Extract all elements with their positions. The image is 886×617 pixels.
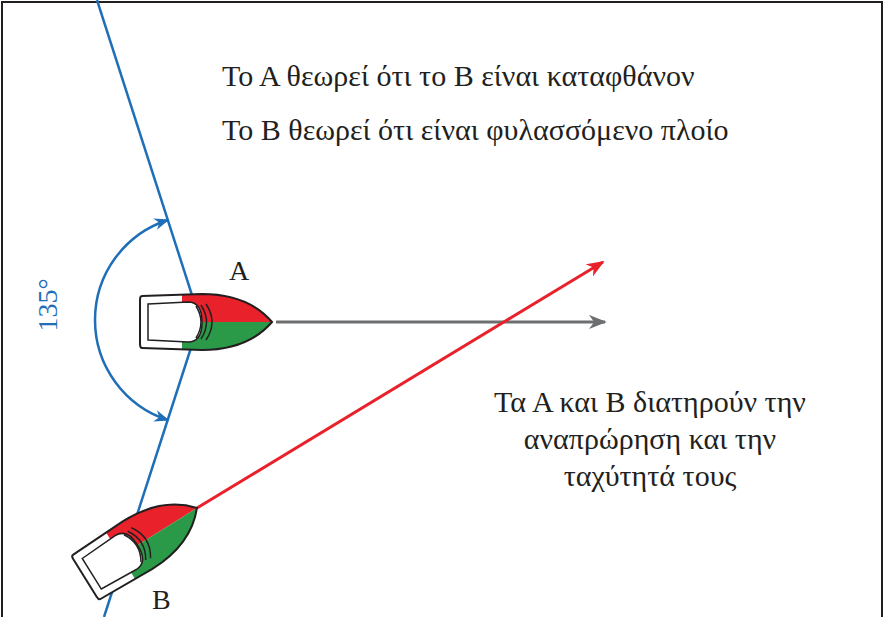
note-text: Τα Α και Β διατηρούν την αναπρώρηση και … — [485, 383, 815, 494]
vessel-label: Α — [229, 254, 249, 288]
angle-label: 135° — [31, 278, 65, 331]
course-arrow — [276, 321, 605, 324]
boat-symbol — [140, 292, 277, 352]
vessel-label: Β — [152, 583, 171, 617]
bearing-line — [97, 0, 200, 320]
note-text: Το Β θεωρεί ότι είναι φυλασσόμενο πλοίο — [222, 112, 729, 148]
boat-symbol — [69, 480, 217, 603]
note-text: Το Α θεωρεί ότι το Β είναι καταφθάνον — [222, 58, 695, 94]
